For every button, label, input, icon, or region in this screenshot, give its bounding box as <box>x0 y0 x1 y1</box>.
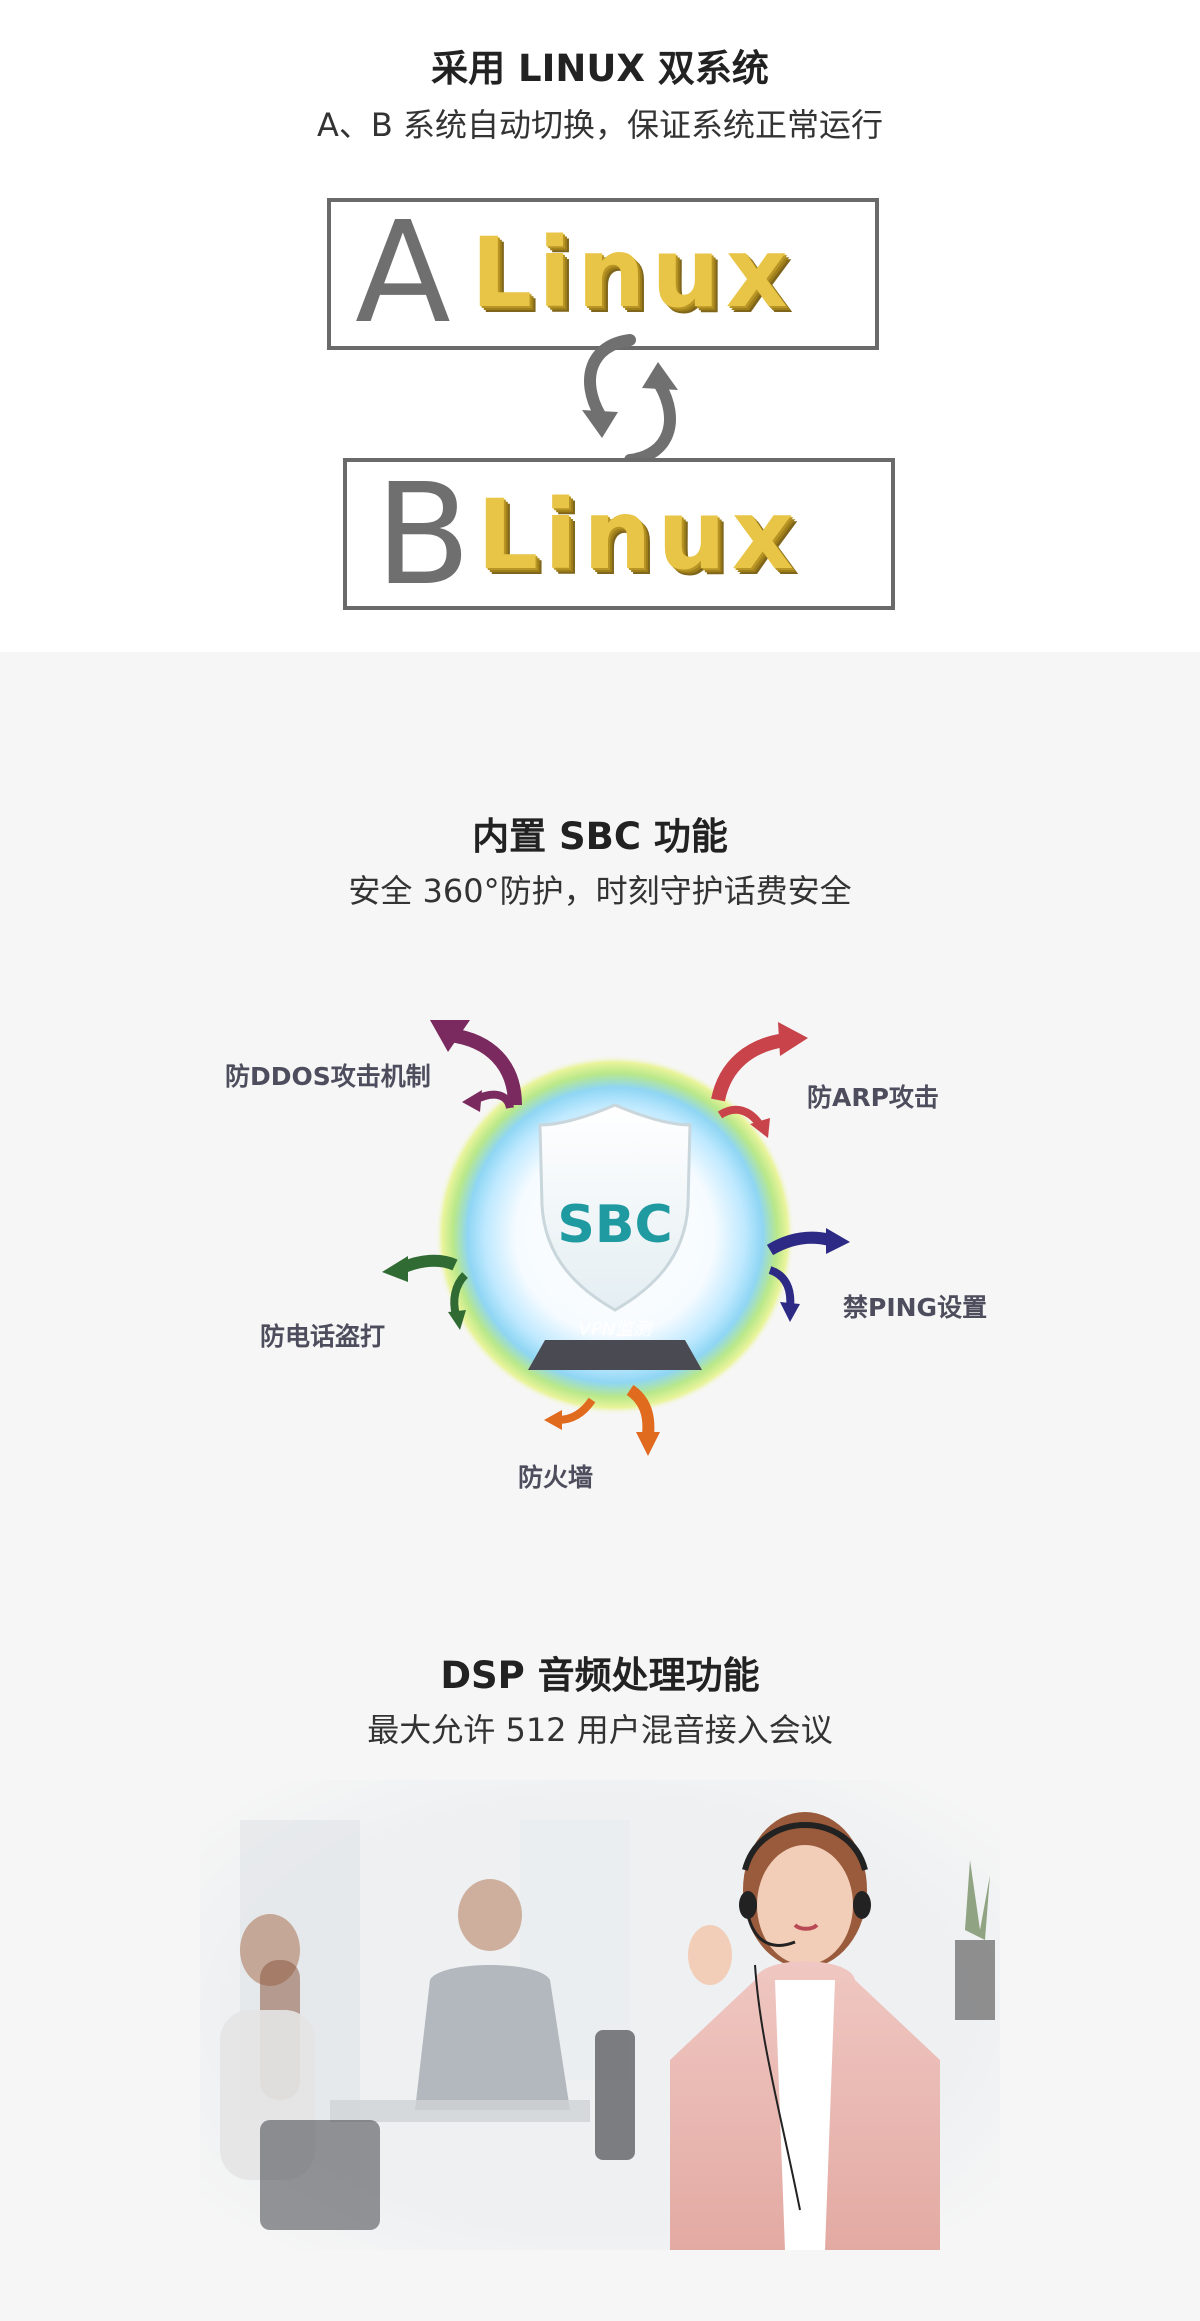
feature-ping: 禁PING设置 <box>843 1293 988 1322</box>
sbc-section-title: 内置 SBC 功能 <box>472 815 728 858</box>
linux-a-word: Linux <box>471 217 794 329</box>
linux-a-letter: A <box>355 192 451 355</box>
vpn-monitor-label: VPN监测 <box>578 1319 652 1340</box>
dsp-section-subtitle: 最大允许 512 用户混音接入会议 <box>367 1711 833 1749</box>
feature-ddos: 防DDOS攻击机制 <box>225 1062 431 1091</box>
phone-arrow-large <box>399 1254 458 1274</box>
ddos-arrow-large <box>448 1028 522 1106</box>
linux-section: 采用 LINUX 双系统 A、B 系统自动切换，保证系统正常运行 A Linux… <box>0 0 1200 652</box>
ping-arrow-large <box>766 1231 832 1256</box>
sbc-diagram <box>382 1020 850 1456</box>
swap-arrows-icon <box>582 334 678 466</box>
sbc-section-subtitle: 安全 360°防护，时刻守护话费安全 <box>348 872 852 910</box>
call-center-photo <box>200 1780 1000 2250</box>
linux-section-title: 采用 LINUX 双系统 <box>431 47 769 90</box>
linux-b-word: Linux <box>477 479 800 591</box>
linux-b-letter: B <box>375 454 472 617</box>
vpn-base <box>528 1340 702 1370</box>
arp-arrow-large <box>711 1033 787 1102</box>
feature-arp: 防ARP攻击 <box>807 1083 939 1112</box>
shield-icon <box>538 1103 692 1312</box>
feature-phone: 防电话盗打 <box>260 1322 386 1351</box>
arp-arrow-small <box>717 1105 764 1128</box>
sbc-shield-label: SBC <box>557 1195 673 1255</box>
linux-section-subtitle: A、B 系统自动切换，保证系统正常运行 <box>316 106 884 144</box>
linux-a-box: A Linux <box>327 198 879 350</box>
firewall-arrow-large <box>626 1385 655 1436</box>
linux-b-box: B Linux <box>343 458 895 610</box>
feature-firewall: 防火墙 <box>518 1463 594 1492</box>
dsp-section-title: DSP 音频处理功能 <box>440 1654 760 1697</box>
